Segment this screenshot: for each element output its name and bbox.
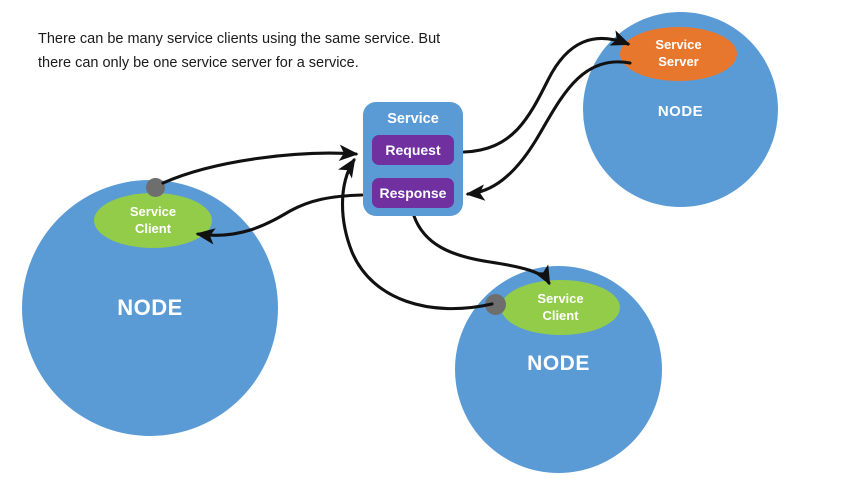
service-box-title: Service xyxy=(387,111,439,127)
service-client-bottom-label-line1: Service xyxy=(537,290,584,306)
node-top-right-label: NODE xyxy=(657,103,704,120)
service-client-label-line2: Client xyxy=(134,220,172,236)
node-left-label: NODE xyxy=(117,295,183,320)
arrow-response-to-left-client xyxy=(195,193,364,245)
service-client-ellipse-bottom[interactable]: Service Client xyxy=(501,280,620,335)
service-server-ellipse[interactable]: Service Server xyxy=(620,27,737,81)
arrow-request-to-server xyxy=(462,30,631,154)
caption-text: There can be many service clients using … xyxy=(38,31,441,71)
arrow-response-to-bottom-client xyxy=(412,214,551,286)
service-server-label-line2: Server xyxy=(658,54,699,69)
service-client-label-line1: Service xyxy=(129,203,177,219)
arrow-server-to-response xyxy=(465,60,632,201)
request-message-box[interactable]: Request xyxy=(372,135,454,165)
arrow-left-client-to-request xyxy=(161,144,359,185)
connector-dot-left-client[interactable] xyxy=(146,178,165,197)
arrow-bottom-client-to-request xyxy=(338,157,494,311)
connector-dot-bottom-client[interactable] xyxy=(485,294,506,315)
service-server-label-line1: Service xyxy=(655,37,702,53)
service-client-bottom-label-line2: Client xyxy=(542,307,579,323)
response-message-box[interactable]: Response xyxy=(372,178,454,208)
service-client-ellipse-left[interactable]: Service Client xyxy=(94,193,212,248)
service-box[interactable]: Service Request Response xyxy=(363,102,463,216)
node-bottom-label: NODE xyxy=(527,352,590,375)
